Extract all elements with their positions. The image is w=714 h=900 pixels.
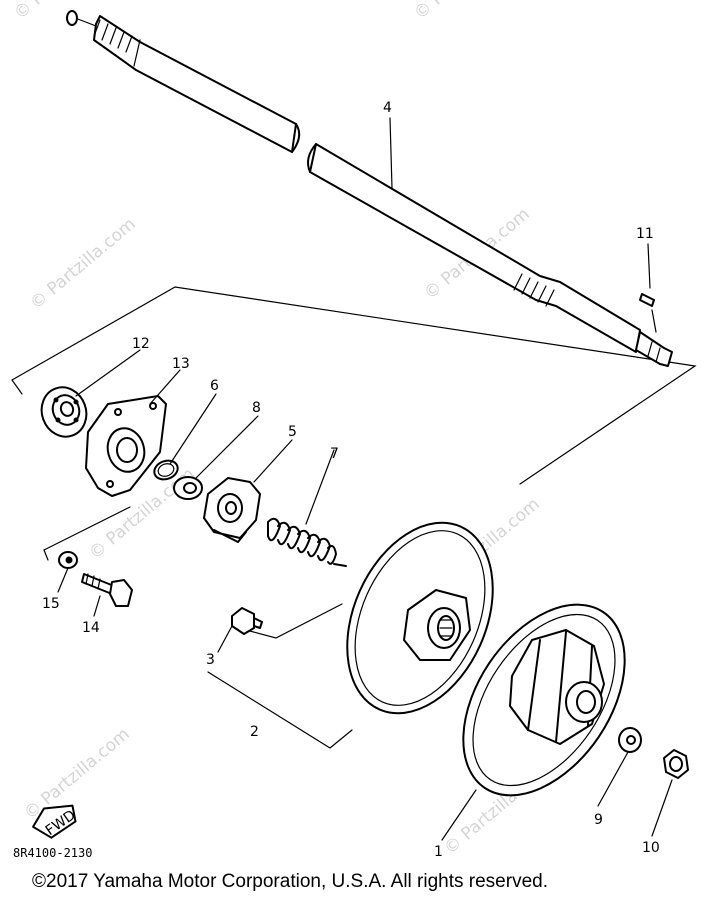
hex-nut xyxy=(663,749,689,779)
callout-9: 9 xyxy=(594,812,603,828)
callout-labels: 4 11 12 13 6 8 5 7 3 2 15 14 1 9 10 xyxy=(42,100,660,860)
spring-seat xyxy=(203,477,261,543)
callout-13: 13 xyxy=(172,356,190,372)
washer xyxy=(58,551,78,569)
callout-8: 8 xyxy=(252,400,261,416)
bearing xyxy=(40,386,88,438)
leader-lines xyxy=(57,117,673,841)
copyright-notice: ©2017 Yamaha Motor Corporation, U.S.A. A… xyxy=(32,871,548,892)
callout-11: 11 xyxy=(636,226,654,242)
slider-pin xyxy=(231,607,263,635)
watermark: © Partzilla.com xyxy=(20,724,133,824)
callout-7: 7 xyxy=(330,446,339,462)
movable-sheave xyxy=(462,603,626,797)
watermark: © Partzilla.com xyxy=(26,214,139,314)
callout-4: 4 xyxy=(383,100,392,116)
circlip xyxy=(153,459,179,481)
collar xyxy=(173,476,203,500)
callout-2: 2 xyxy=(250,724,259,740)
watermark: © Partzilla.com xyxy=(410,0,523,24)
secondary-shaft xyxy=(66,10,673,367)
woodruff-key xyxy=(639,243,657,333)
callout-3: 3 xyxy=(206,652,215,668)
bracket-plate xyxy=(85,395,167,497)
callout-14: 14 xyxy=(82,620,100,636)
callout-15: 15 xyxy=(42,596,60,612)
assembly-bracket xyxy=(11,286,697,749)
bolt xyxy=(81,573,133,607)
compression-spring xyxy=(267,517,347,567)
callout-1: 1 xyxy=(434,844,443,860)
diagram-part-code: 8R4100-2130 xyxy=(13,846,93,860)
fixed-sheave xyxy=(346,521,494,715)
callout-5: 5 xyxy=(288,424,297,440)
flat-washer xyxy=(618,727,642,753)
callout-6: 6 xyxy=(210,378,219,394)
callout-10: 10 xyxy=(642,840,660,856)
callout-12: 12 xyxy=(132,336,150,352)
